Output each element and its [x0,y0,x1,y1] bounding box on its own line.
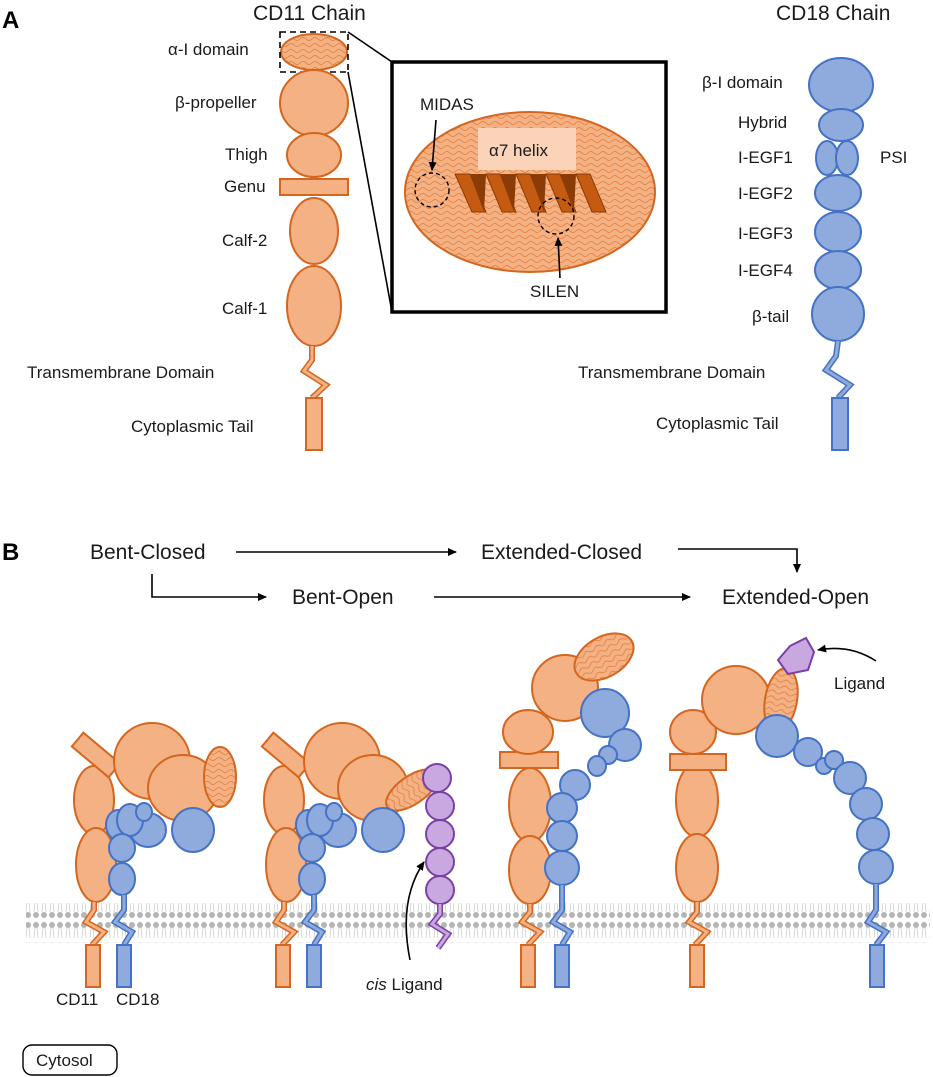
cis-ligand [422,763,455,950]
label-alpha7-helix: α7 helix [489,141,548,160]
cd11-chain [279,31,349,451]
label-cd11-tm: Transmembrane Domain [27,363,214,382]
cis-ligand-arrow [405,861,425,961]
cd11-chain-title: CD11 Chain [253,2,366,25]
cd18-cytoplasmic-tail [831,397,849,451]
iegf1-domain [815,140,839,176]
cd11-cytoplasmic-tail [305,397,323,451]
alpha-i-domain [280,33,348,71]
beta-tail-domain [811,286,865,342]
psi-domain [835,140,859,176]
alpha7-helix-ribbon [454,173,607,213]
integrin-bent-closed [70,722,237,988]
label-calf1: Calf-1 [222,299,267,318]
integrin-extended-closed [499,632,642,988]
panel-b-letter: B [2,539,19,566]
thigh-domain [286,132,342,178]
label-ligand: Ligand [834,674,885,693]
helix-label-bg [478,128,576,170]
state-extended-closed: Extended-Closed [481,541,642,564]
cell-membrane [26,903,930,943]
hybrid-domain [818,108,864,142]
cytosol-badge [22,1044,118,1076]
integrin-extended-open [669,636,894,988]
ligand-arrow [817,644,877,662]
label-beta-tail: β-tail [752,307,789,326]
label-silen: SILEN [530,282,579,301]
label-cd11-tail: Cytoplasmic Tail [131,417,254,436]
iegf4-domain [814,250,862,290]
label-cd11: CD11 [56,990,98,1009]
iegf3-domain [814,211,862,253]
midas-site [414,172,450,208]
iegf2-domain [814,174,862,212]
label-psi: PSI [880,148,907,167]
label-beta-propeller: β-propeller [175,93,257,112]
label-iegf1: I-EGF1 [738,148,793,167]
label-cytosol: Cytosol [36,1051,93,1070]
silen-site [537,197,575,235]
state-arrows [151,548,801,601]
cd18-chain-title: CD18 Chain [776,2,890,25]
label-genu: Genu [224,177,266,196]
label-cis-ligand: cis Ligand [366,975,443,994]
state-bent-closed: Bent-Closed [90,541,206,564]
beta-i-domain [808,57,874,113]
label-cd18-tail: Cytoplasmic Tail [656,414,779,433]
beta-propeller-domain [279,69,349,137]
state-extended-open: Extended-Open [722,586,869,609]
state-bent-open: Bent-Open [292,586,394,609]
calf1-domain [286,265,342,347]
label-iegf4: I-EGF4 [738,261,793,280]
label-midas: MIDAS [420,95,474,114]
label-thigh: Thigh [225,145,268,164]
midas-arrow [428,119,437,171]
genu-domain [279,178,349,196]
label-hybrid: Hybrid [738,113,787,132]
bound-ligand [776,636,816,676]
alpha-i-inset: α7 helix MIDAS SILEN [390,60,668,314]
label-cd18-tm: Transmembrane Domain [578,363,765,382]
label-calf2: Calf-2 [222,231,267,250]
cd18-chain [808,57,874,451]
calf2-domain [289,197,339,265]
integrin-bent-open [260,722,439,988]
label-iegf3: I-EGF3 [738,224,793,243]
label-cd18: CD18 [116,990,159,1009]
panel-a-letter: A [2,7,19,34]
label-alpha-i: α-I domain [168,40,249,59]
label-iegf2: I-EGF2 [738,184,793,203]
label-beta-i: β-I domain [702,73,783,92]
silen-arrow [554,237,563,279]
